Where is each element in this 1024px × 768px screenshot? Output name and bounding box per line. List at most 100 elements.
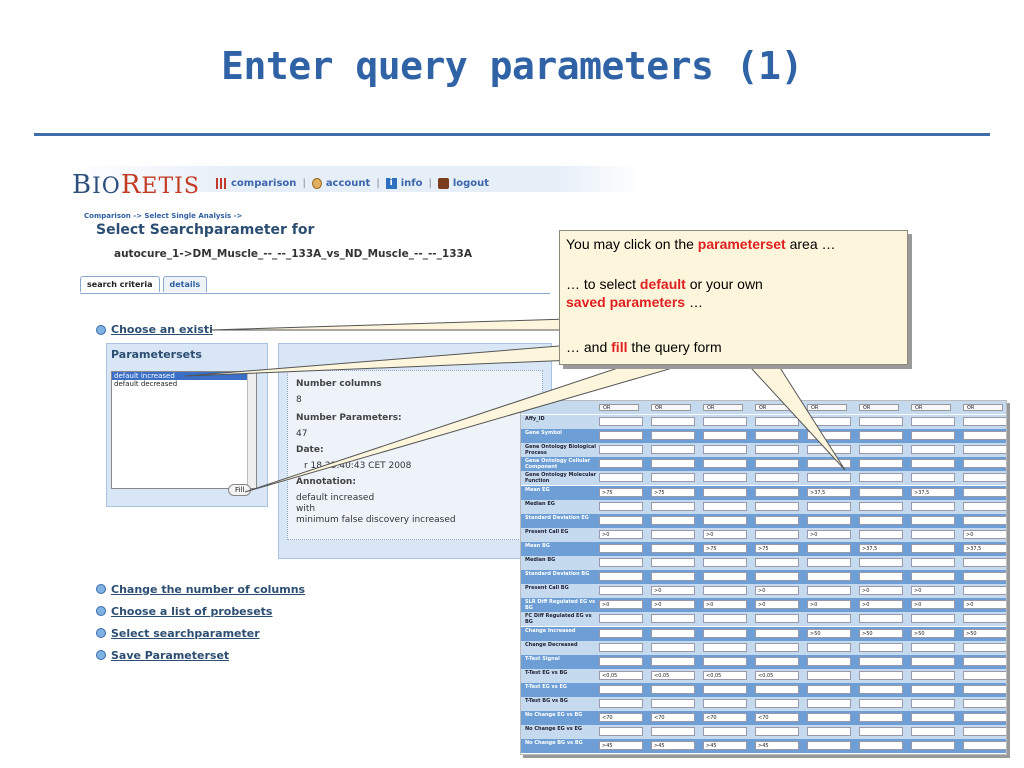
grid-input[interactable]: >0	[651, 586, 695, 596]
grid-input[interactable]: <70	[755, 713, 799, 723]
grid-input[interactable]	[651, 699, 695, 708]
tab-search-criteria[interactable]: search criteria	[80, 276, 160, 292]
grid-input[interactable]	[911, 572, 955, 582]
grid-input[interactable]	[755, 431, 799, 441]
grid-input[interactable]	[755, 501, 799, 511]
grid-input[interactable]	[859, 684, 903, 694]
grid-input[interactable]: >0	[859, 600, 903, 610]
grid-input[interactable]	[963, 501, 1006, 511]
breadcrumb[interactable]: Comparison -> Select Single Analysis ->	[84, 212, 243, 220]
grid-input[interactable]	[599, 558, 643, 567]
grid-input[interactable]	[807, 699, 851, 708]
grid-input[interactable]	[651, 628, 695, 638]
grid-input[interactable]	[599, 515, 643, 525]
grid-input[interactable]	[963, 741, 1006, 751]
grid-input[interactable]	[755, 727, 799, 737]
grid-input[interactable]	[859, 515, 903, 525]
grid-input[interactable]: >0	[599, 529, 643, 539]
grid-input[interactable]	[599, 543, 643, 553]
grid-input[interactable]	[755, 699, 799, 708]
change-columns-link[interactable]: Change the number of columns	[96, 578, 305, 600]
grid-input[interactable]	[703, 586, 747, 596]
grid-input[interactable]	[911, 558, 955, 567]
grid-input[interactable]	[599, 501, 643, 511]
grid-input[interactable]	[651, 473, 695, 483]
fill-button[interactable]: Fill	[228, 484, 252, 496]
grid-input[interactable]	[963, 515, 1006, 525]
grid-input[interactable]	[807, 684, 851, 694]
grid-input[interactable]	[963, 487, 1006, 497]
grid-input[interactable]	[703, 558, 747, 567]
grid-input[interactable]	[963, 445, 1006, 455]
grid-input[interactable]	[963, 473, 1006, 483]
grid-input[interactable]	[755, 445, 799, 455]
grid-input[interactable]: >45	[599, 741, 643, 751]
grid-input[interactable]	[807, 670, 851, 680]
grid-input[interactable]	[599, 699, 643, 708]
grid-input[interactable]	[755, 572, 799, 582]
grid-input[interactable]	[703, 501, 747, 511]
grid-input[interactable]	[859, 656, 903, 666]
operator-select[interactable]: OR	[703, 404, 743, 411]
grid-input[interactable]	[911, 501, 955, 511]
grid-input[interactable]	[599, 642, 643, 652]
grid-input[interactable]	[599, 586, 643, 596]
grid-input[interactable]	[703, 572, 747, 582]
grid-input[interactable]	[651, 642, 695, 652]
grid-input[interactable]	[911, 445, 955, 455]
grid-input[interactable]	[599, 727, 643, 737]
operator-select[interactable]: OR	[859, 404, 899, 411]
grid-input[interactable]: >45	[755, 741, 799, 751]
grid-input[interactable]	[651, 572, 695, 582]
operator-select[interactable]: OR	[911, 404, 951, 411]
grid-input[interactable]	[599, 572, 643, 582]
grid-input[interactable]	[599, 459, 643, 469]
grid-input[interactable]	[807, 614, 851, 624]
grid-input[interactable]	[807, 642, 851, 652]
grid-input[interactable]: <70	[651, 713, 695, 723]
grid-input[interactable]: <0,05	[599, 670, 643, 680]
grid-input[interactable]	[755, 684, 799, 694]
grid-input[interactable]	[651, 558, 695, 567]
grid-input[interactable]	[859, 473, 903, 483]
grid-input[interactable]	[703, 487, 747, 497]
grid-input[interactable]: >0	[963, 529, 1006, 539]
grid-input[interactable]	[963, 459, 1006, 469]
grid-input[interactable]	[599, 417, 643, 426]
grid-input[interactable]	[963, 727, 1006, 737]
grid-input[interactable]	[859, 529, 903, 539]
grid-input[interactable]	[859, 713, 903, 723]
grid-input[interactable]	[807, 741, 851, 751]
grid-input[interactable]: >0	[807, 600, 851, 610]
grid-input[interactable]	[755, 515, 799, 525]
grid-input[interactable]	[703, 642, 747, 652]
grid-input[interactable]	[911, 684, 955, 694]
grid-input[interactable]	[963, 572, 1006, 582]
grid-input[interactable]	[911, 543, 955, 553]
grid-input[interactable]	[859, 445, 903, 455]
nav-comparison[interactable]: comparison	[216, 178, 296, 189]
grid-input[interactable]	[807, 501, 851, 511]
grid-input[interactable]	[859, 487, 903, 497]
grid-input[interactable]: >50	[911, 628, 955, 638]
grid-input[interactable]	[963, 713, 1006, 723]
select-searchparameter-link[interactable]: Select searchparameter	[96, 622, 305, 644]
grid-input[interactable]	[651, 727, 695, 737]
grid-input[interactable]	[703, 727, 747, 737]
grid-input[interactable]: >75	[651, 487, 695, 497]
grid-input[interactable]	[599, 431, 643, 441]
grid-input[interactable]	[859, 501, 903, 511]
grid-input[interactable]: >37,5	[911, 487, 955, 497]
grid-input[interactable]	[911, 431, 955, 441]
grid-input[interactable]	[911, 515, 955, 525]
grid-input[interactable]: >37,5	[807, 487, 851, 497]
grid-input[interactable]	[651, 501, 695, 511]
grid-input[interactable]: >37,5	[963, 543, 1006, 553]
grid-input[interactable]	[651, 529, 695, 539]
grid-input[interactable]	[963, 586, 1006, 596]
grid-input[interactable]	[703, 628, 747, 638]
grid-input[interactable]	[911, 670, 955, 680]
save-parameterset-link[interactable]: Save Parameterset	[96, 644, 305, 666]
grid-input[interactable]	[755, 529, 799, 539]
